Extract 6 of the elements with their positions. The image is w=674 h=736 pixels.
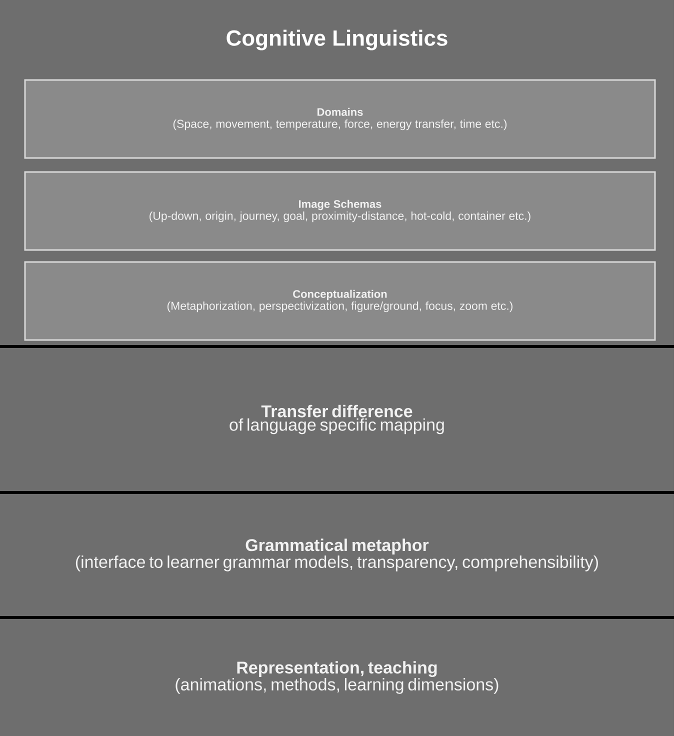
layer-band: Grammatical metaphor (interface to learner grammar models, transparency, comprehensibility) <box>0 494 674 616</box>
layer-band: Representation, teaching (animations, methods, learning dimensions) <box>0 619 674 736</box>
category-box: Image Schemas (Up-down, origin, journey, goal, proximity-distance, hot-cold, container etc.) <box>24 171 656 251</box>
layer-band: Transfer difference of language specific mapping <box>0 348 674 491</box>
category-box: Conceptualization (Metaphorization, perspectivization, figure/ground, focus, zoom etc.) <box>24 261 656 341</box>
category-box: Domains (Space, movement, temperature, force, energy transfer, time etc.) <box>24 79 656 159</box>
